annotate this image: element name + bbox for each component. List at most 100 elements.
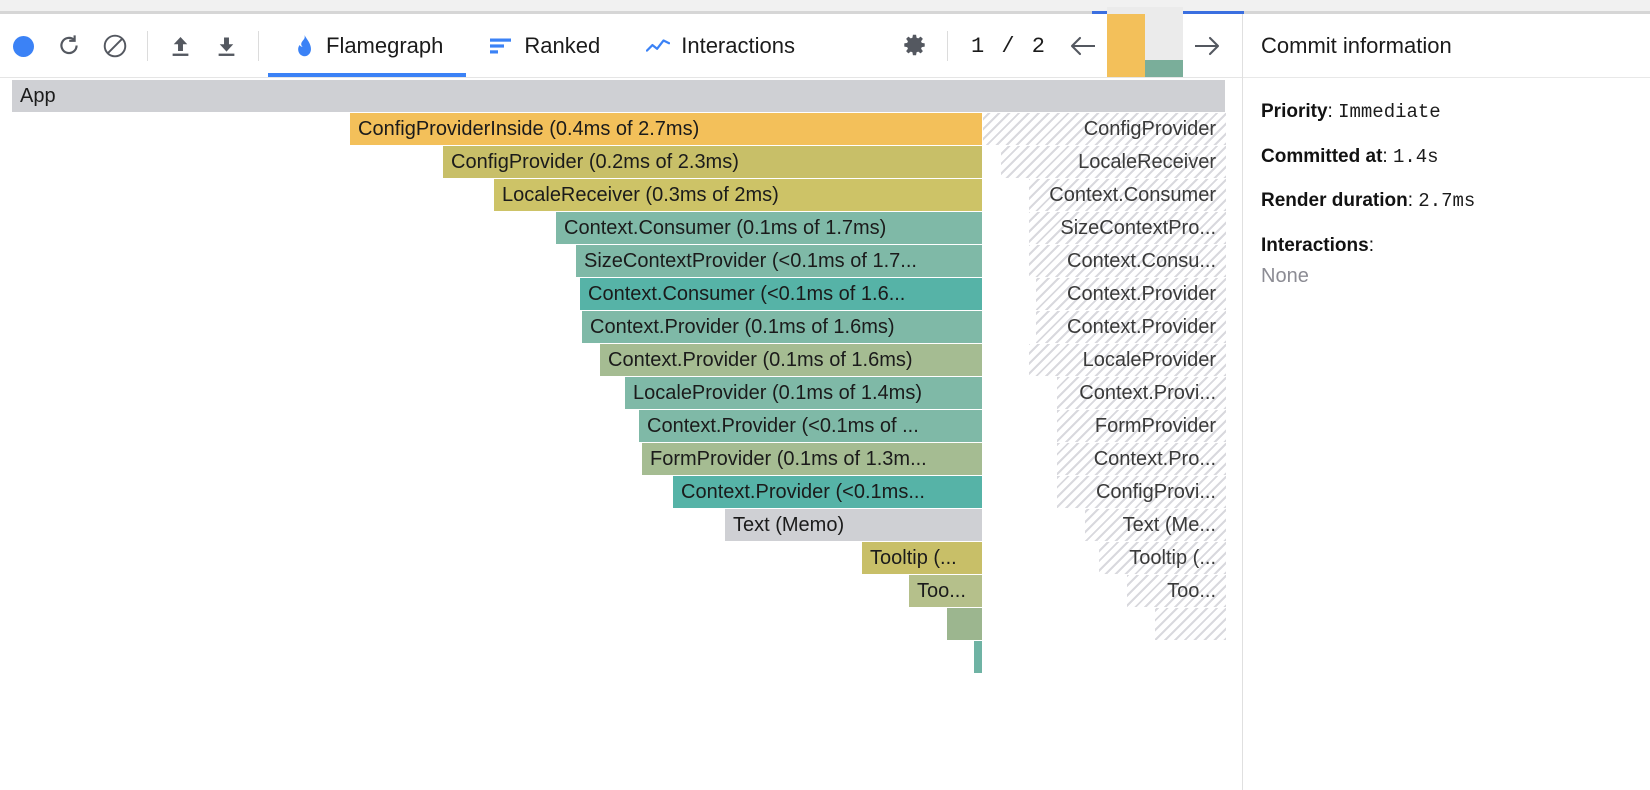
flamegraph-node-not-rendered[interactable]: SizeContextPro... <box>1029 212 1226 244</box>
settings-button[interactable] <box>892 23 938 69</box>
flamegraph-row <box>0 608 1242 641</box>
next-commit-button[interactable] <box>1185 24 1229 68</box>
flamegraph-node-not-rendered[interactable]: Too... <box>1127 575 1226 607</box>
tab-ranked[interactable]: Ranked <box>466 14 623 78</box>
flamegraph-node[interactable]: Tooltip (... <box>862 542 982 574</box>
flamegraph-node-not-rendered[interactable]: ConfigProvider <box>983 113 1226 145</box>
tab-flamegraph[interactable]: Flamegraph <box>268 14 467 78</box>
window-top-strip <box>0 0 1650 15</box>
commit-info-row: Render duration: 2.7ms <box>1261 189 1632 214</box>
flamegraph-node-not-rendered[interactable]: Context.Consumer <box>1029 179 1226 211</box>
clear-profiling-data-button[interactable] <box>92 23 138 69</box>
flamegraph-node[interactable] <box>947 608 982 640</box>
flamegraph-node[interactable]: Too... <box>909 575 982 607</box>
flamegraph-node-label: Text (Memo) <box>733 513 845 536</box>
flamegraph-node-label: Too... <box>1167 579 1216 602</box>
flamegraph-node[interactable]: App <box>12 80 1225 112</box>
flamegraph-node[interactable]: Text (Memo) <box>725 509 982 541</box>
load-profile-button[interactable] <box>157 23 203 69</box>
flamegraph-node[interactable]: ConfigProviderInside (0.4ms of 2.7ms) <box>350 113 982 145</box>
commit-info-interactions-label: Interactions <box>1261 235 1369 257</box>
profiler-toolbar: Flamegraph Ranked Inte <box>0 7 1242 85</box>
commit-info-interactions-value: None <box>1261 264 1309 287</box>
flamegraph-node-label: Context.Provider <box>1067 315 1216 338</box>
flamegraph-node-not-rendered[interactable]: FormProvider <box>1057 410 1226 442</box>
commit-navigation: 1 / 2 <box>892 7 1229 85</box>
flamegraph-row: Context.Provider (<0.1ms of ... FormProvi… <box>0 410 1242 443</box>
flamegraph-row: Context.Provider (0.1ms of 1.6ms) LocaleP… <box>0 344 1242 377</box>
commit-info-row: Committed at: 1.4s <box>1261 145 1632 170</box>
flame-icon <box>291 34 315 58</box>
flamegraph-node[interactable]: LocaleProvider (0.1ms of 1.4ms) <box>625 377 982 409</box>
no-entry-icon <box>103 34 127 58</box>
flamegraph-node-label: Context.Provider (<0.1ms... <box>681 480 925 503</box>
flamegraph-node-not-rendered[interactable]: Context.Pro... <box>1057 443 1226 475</box>
flamegraph-row: LocaleProvider (0.1ms of 1.4ms) Context.P… <box>0 377 1242 410</box>
reload-icon <box>60 35 78 55</box>
commit-info-row: Priority: Immediate <box>1261 100 1632 125</box>
flamegraph-node-label: Context.Provider (0.1ms of 1.6ms) <box>608 348 913 371</box>
toolbar-divider-1 <box>147 31 148 61</box>
arrow-left-icon <box>1070 36 1095 56</box>
reload-and-profile-button[interactable] <box>46 23 92 69</box>
tab-ranked-label: Ranked <box>524 33 601 58</box>
flamegraph-row: Context.Provider (<0.1ms... ConfigProvi..… <box>0 476 1242 509</box>
flamegraph-node-label: LocaleReceiver (0.3ms of 2ms) <box>502 183 779 206</box>
record-circle-icon <box>12 35 34 57</box>
flamegraph-node[interactable]: Context.Consumer (<0.1ms of 1.6... <box>580 278 982 310</box>
flamegraph-node-not-rendered[interactable]: Context.Provider <box>1036 278 1226 310</box>
toolbar-bottom-border <box>0 77 1242 78</box>
previous-commit-button[interactable] <box>1061 24 1105 68</box>
flamegraph-node[interactable]: Context.Consumer (0.1ms of 1.7ms) <box>556 212 982 244</box>
flamegraph-node-not-rendered[interactable]: LocaleProvider <box>1029 344 1226 376</box>
flamegraph-node[interactable]: Context.Provider (0.1ms of 1.6ms) <box>600 344 982 376</box>
tab-interactions-label: Interactions <box>681 33 795 58</box>
commit-info-label: Committed at <box>1261 145 1383 167</box>
snapshot-bar-2-fill <box>1144 60 1183 78</box>
flamegraph-node[interactable] <box>974 641 982 673</box>
flamegraph-node[interactable]: Context.Provider (<0.1ms of ... <box>639 410 982 442</box>
download-icon <box>218 37 234 56</box>
snapshot-bar-1-fill <box>1106 14 1145 78</box>
flamegraph-node-label: Context.Consumer <box>1049 183 1216 206</box>
flamegraph-node[interactable]: Context.Provider (<0.1ms... <box>673 476 982 508</box>
commit-information-header: Commit information <box>1243 14 1650 78</box>
commit-info-colon: : <box>1327 101 1339 122</box>
flamegraph-node[interactable]: FormProvider (0.1ms of 1.3m... <box>642 443 982 475</box>
flamegraph-node-label: LocaleProvider (0.1ms of 1.4ms) <box>633 381 923 404</box>
top-divider <box>0 11 1650 14</box>
flamegraph-node-not-rendered[interactable]: ConfigProvi... <box>1057 476 1226 508</box>
tab-interactions[interactable]: Interactions <box>623 14 818 78</box>
flamegraph-node-not-rendered[interactable]: Context.Consu... <box>1029 245 1226 277</box>
flamegraph-node-label: ConfigProviderInside (0.4ms of 2.7ms) <box>358 117 700 140</box>
save-profile-button[interactable] <box>203 23 249 69</box>
flamegraph-node[interactable]: SizeContextProvider (<0.1ms of 1.7... <box>576 245 982 277</box>
flamegraph-node-not-rendered[interactable]: Tooltip (... <box>1099 542 1226 574</box>
flamegraph-node-not-rendered[interactable]: LocaleReceiver <box>1001 146 1226 178</box>
flamegraph-node-label: Context.Provider <box>1067 282 1216 305</box>
flamegraph-node-not-rendered[interactable] <box>1155 608 1226 640</box>
toolbar-divider-3 <box>946 31 948 61</box>
flamegraph-node-not-rendered[interactable]: Text (Me... <box>1085 509 1226 541</box>
snapshot-bar-2[interactable] <box>1144 7 1183 85</box>
flamegraph-row: LocaleReceiver (0.3ms of 2ms) Context.Con… <box>0 179 1242 212</box>
commit-info-colon: : <box>1407 190 1419 212</box>
flamegraph-node[interactable]: Context.Provider (0.1ms of 1.6ms) <box>582 311 982 343</box>
flamegraph-node-label: Context.Consu... <box>1067 249 1216 272</box>
line-chart-icon <box>646 36 671 56</box>
arrow-right-icon <box>1194 36 1220 56</box>
commit-info-value: 2.7ms <box>1418 190 1476 213</box>
flamegraph-node-not-rendered[interactable]: Context.Provi... <box>1057 377 1226 409</box>
commit-info-colon: : <box>1382 145 1393 167</box>
flamegraph-node[interactable]: LocaleReceiver (0.3ms of 2ms) <box>494 179 982 211</box>
flamegraph-node[interactable]: ConfigProvider (0.2ms of 2.3ms) <box>443 146 982 178</box>
flamegraph-node-label: FormProvider (0.1ms of 1.3m... <box>650 447 927 470</box>
flamegraph-node-label: Context.Consumer (<0.1ms of 1.6... <box>588 282 906 305</box>
record-button[interactable] <box>0 23 46 69</box>
flamegraph-node-label: Context.Provider (<0.1ms of ... <box>647 414 919 437</box>
flamegraph-node-label: FormProvider <box>1094 414 1216 437</box>
snapshot-bar-1[interactable] <box>1106 7 1145 85</box>
flamegraph-node-not-rendered[interactable]: Context.Provider <box>1036 311 1226 343</box>
